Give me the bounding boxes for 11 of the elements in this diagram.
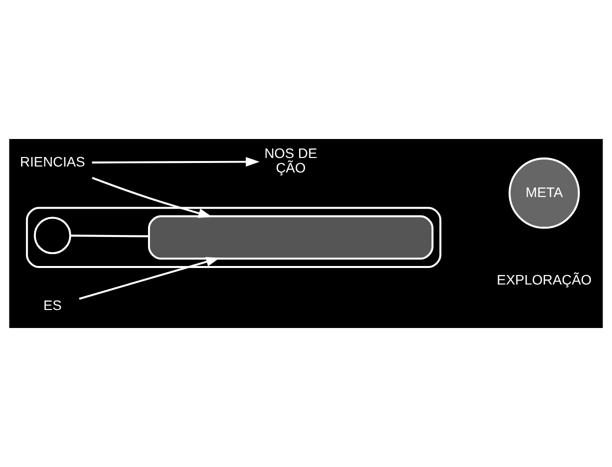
node-bar [148,215,434,260]
arrow [92,156,260,167]
node-text: ES [43,298,62,313]
node-text: NOS DE ÇÃO [264,146,318,176]
node-circle: META [508,158,580,229]
node-circle [34,216,72,254]
label: EXPLORAÇÃO [496,272,592,288]
arrow [92,176,212,218]
connector [70,234,149,238]
node-text: RIENCIAS [20,154,86,170]
arrow [78,257,220,300]
